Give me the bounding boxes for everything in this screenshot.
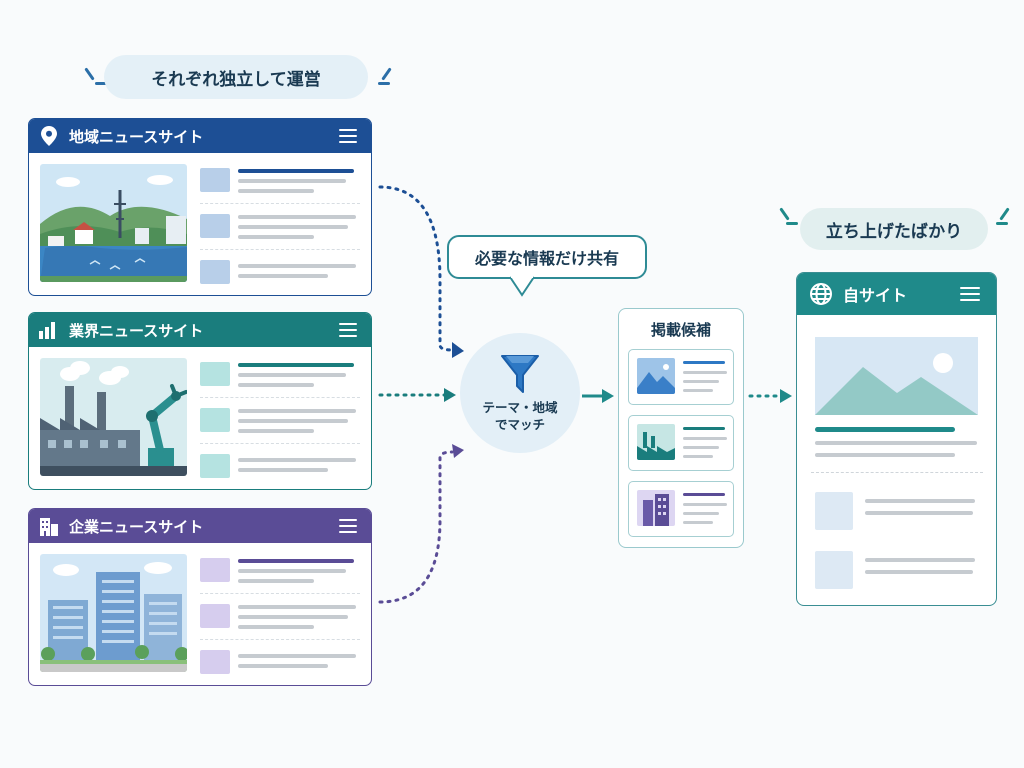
article-row[interactable]	[200, 256, 360, 288]
factory-thumbnail	[637, 424, 675, 460]
arrowhead	[452, 444, 464, 458]
arrowhead	[452, 342, 464, 358]
share-bubble-label: 必要な情報だけ共有	[474, 249, 619, 268]
site-title: 業界ニュースサイト	[69, 321, 204, 340]
just-launched-pill: 立ち上げたばかり	[800, 208, 988, 250]
office-building-thumbnail	[637, 490, 675, 526]
text-line	[815, 453, 955, 457]
just-launched-pill-label: 立ち上げたばかり	[825, 221, 963, 242]
candidates-panel: 掲載候補	[618, 308, 744, 548]
site-title: 地域ニュースサイト	[69, 127, 204, 146]
candidate-item-regional[interactable]	[628, 349, 734, 405]
candidate-item-industry[interactable]	[628, 415, 734, 471]
corporate-news-site-card: 企業ニュースサイト	[28, 508, 372, 686]
accent-tick	[786, 222, 798, 225]
industry-news-site-card: 業界ニュースサイト	[28, 312, 372, 490]
site-header: 業界ニュースサイト	[29, 313, 371, 347]
article-placeholder[interactable]	[815, 492, 853, 530]
filter-label-line1: テーマ・地域	[482, 400, 558, 415]
bar-chart-icon	[39, 319, 59, 341]
independent-pill: それぞれ独立して運営	[104, 55, 368, 99]
article-row[interactable]	[200, 554, 360, 586]
globe-icon	[809, 282, 833, 306]
arrowhead	[444, 388, 456, 402]
hero-image	[815, 337, 978, 415]
text-line	[865, 558, 975, 562]
accent-tick	[996, 222, 1008, 225]
divider	[811, 472, 983, 473]
corporate-photo	[40, 554, 187, 672]
article-row[interactable]	[200, 646, 360, 678]
map-pin-icon	[39, 125, 59, 147]
building-icon	[39, 515, 59, 537]
article-row[interactable]	[200, 600, 360, 632]
menu-icon[interactable]	[339, 323, 357, 341]
regional-photo	[40, 164, 187, 282]
article-placeholder[interactable]	[815, 551, 853, 589]
arrow-corporate-to-filter	[378, 450, 454, 604]
candidates-title: 掲載候補	[650, 321, 711, 339]
menu-icon[interactable]	[339, 519, 357, 537]
bubble-tail	[509, 275, 535, 297]
text-line	[865, 570, 973, 574]
article-row[interactable]	[200, 450, 360, 482]
match-filter: テーマ・地域 でマッチ	[460, 333, 580, 453]
accent-tick	[95, 82, 107, 85]
industry-photo	[40, 358, 187, 476]
article-row[interactable]	[200, 164, 360, 196]
accent-tick	[378, 82, 390, 85]
article-row[interactable]	[200, 210, 360, 242]
arrowhead	[602, 389, 614, 403]
text-line	[865, 499, 975, 503]
site-title: 企業ニュースサイト	[69, 517, 204, 536]
menu-icon[interactable]	[960, 287, 980, 305]
own-site-header: 自サイト	[797, 273, 996, 315]
text-line	[815, 441, 977, 445]
article-row[interactable]	[200, 404, 360, 436]
filter-label-line2: でマッチ	[494, 417, 545, 432]
funnel-icon	[501, 355, 539, 393]
independent-pill-label: それぞれ独立して運営	[151, 69, 321, 90]
share-bubble: 必要な情報だけ共有	[447, 235, 647, 279]
site-header: 企業ニュースサイト	[29, 509, 371, 543]
article-row[interactable]	[200, 358, 360, 390]
landscape-thumbnail	[637, 358, 675, 394]
arrowhead	[780, 389, 792, 403]
own-site-title: 自サイト	[843, 286, 908, 305]
arrow-regional-to-filter	[378, 185, 454, 352]
site-header: 地域ニュースサイト	[29, 119, 371, 153]
text-line	[865, 511, 973, 515]
candidate-item-corporate[interactable]	[628, 481, 734, 537]
menu-icon[interactable]	[339, 129, 357, 147]
headline-line	[815, 427, 955, 432]
regional-news-site-card: 地域ニュースサイト	[28, 118, 372, 296]
own-site-card: 自サイト	[796, 272, 997, 606]
